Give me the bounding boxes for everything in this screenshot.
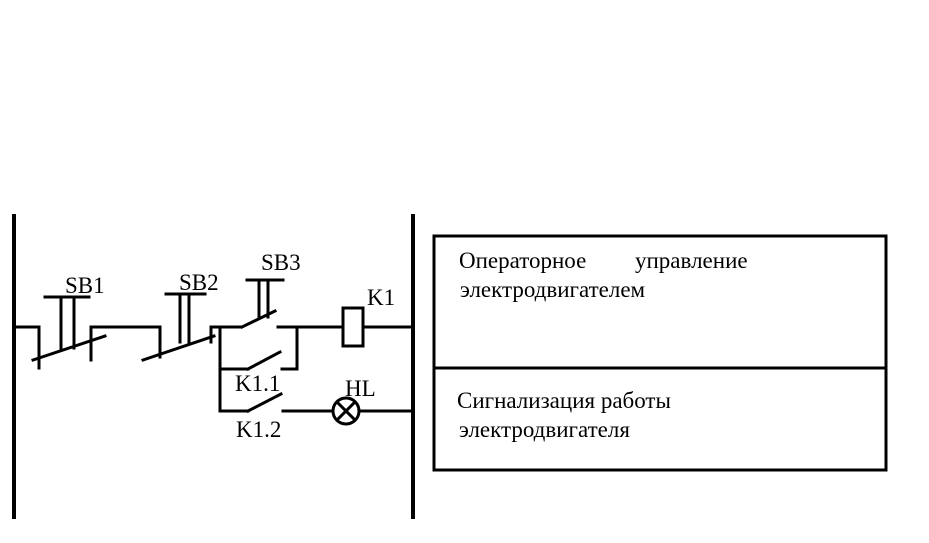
label-k1-2: K1.2 [236,417,281,442]
label-sb2: SB2 [179,270,219,295]
k1-1-contact [245,325,299,372]
label-sb1: SB1 [65,273,105,298]
desc-row1-word2: управление [635,248,748,273]
desc-row1-word1: Операторное [459,248,586,273]
label-k1-1: K1.1 [235,371,280,396]
sb3-push-button [239,278,343,330]
label-k1: K1 [367,285,395,310]
branch-bus [218,325,250,413]
label-sb3: SB3 [261,250,301,275]
label-hl: HL [345,376,376,401]
description-table: Операторное управление электродвигателем… [432,234,888,472]
k1-2-contact [245,391,334,414]
sb1-push-button [12,295,162,370]
desc-row2-line1: Сигнализация работы [457,388,671,413]
sb2-push-button [141,292,242,362]
k1-relay-coil [341,306,415,348]
desc-row2-line2: электродвигателя [459,417,630,442]
desc-row1-line2: электродвигателем [460,277,646,302]
hl-signal-lamp-icon [331,396,415,426]
